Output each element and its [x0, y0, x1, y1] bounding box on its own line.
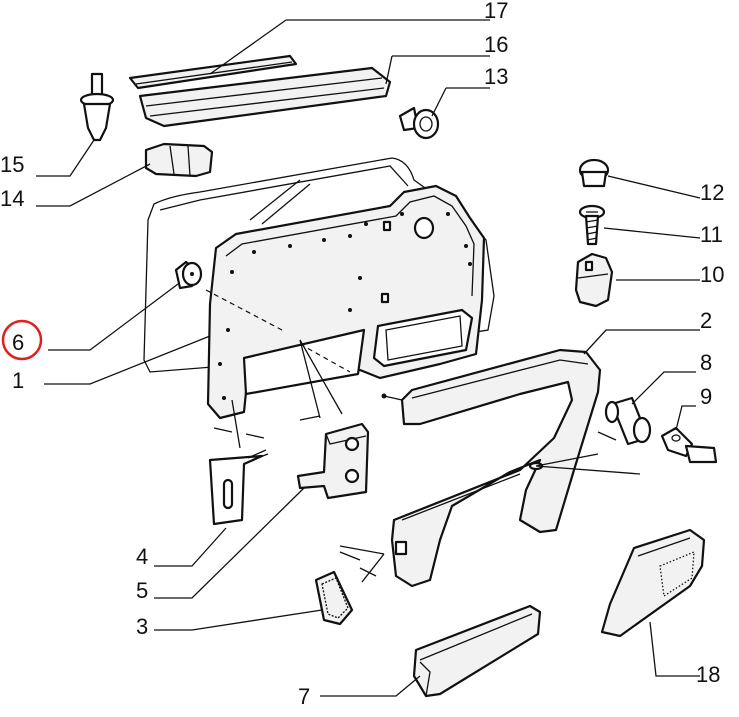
- label-8: 8: [700, 350, 712, 375]
- part-13-fastener: [398, 106, 440, 140]
- label-7: 7: [298, 684, 310, 709]
- label-5: 5: [136, 578, 148, 603]
- part-9-clip: [660, 426, 718, 464]
- label-1: 1: [12, 368, 24, 393]
- label-4: 4: [136, 544, 148, 569]
- label-10: 10: [700, 262, 724, 287]
- label-11: 11: [700, 222, 723, 247]
- part-10-nut: [574, 252, 614, 308]
- part-4-bracket: [208, 449, 269, 526]
- label-13: 13: [484, 64, 508, 89]
- label-15: 15: [0, 152, 24, 177]
- label-17: 17: [484, 0, 508, 23]
- part-11-screw: [578, 204, 606, 246]
- highlight-ring: [1, 319, 43, 361]
- label-14: 14: [0, 186, 24, 211]
- part-7-lid: [412, 604, 542, 698]
- part-8-knob: [604, 396, 652, 446]
- part-1-door-panel: [205, 184, 486, 420]
- label-16: 16: [484, 32, 508, 57]
- part-14-clip: [144, 142, 214, 178]
- door-outline: [143, 157, 495, 373]
- label-2: 2: [700, 308, 712, 333]
- part-3-grille: [314, 570, 354, 626]
- label-12: 12: [700, 180, 724, 205]
- label-9: 9: [700, 384, 712, 409]
- label-6: 6: [12, 330, 24, 355]
- leader-lines: [36, 19, 701, 697]
- part-12-cap: [578, 158, 610, 188]
- label-18: 18: [696, 662, 720, 687]
- part-2-armrest: [381, 348, 602, 588]
- part-18-end-cap: [600, 528, 706, 638]
- part-6-clip: [174, 260, 203, 290]
- guide-lines: [213, 399, 617, 577]
- part-5-bracket: [296, 422, 370, 500]
- label-3: 3: [136, 614, 148, 639]
- part-16-trim-strip: [138, 66, 392, 128]
- part-15-push-pin: [79, 72, 115, 142]
